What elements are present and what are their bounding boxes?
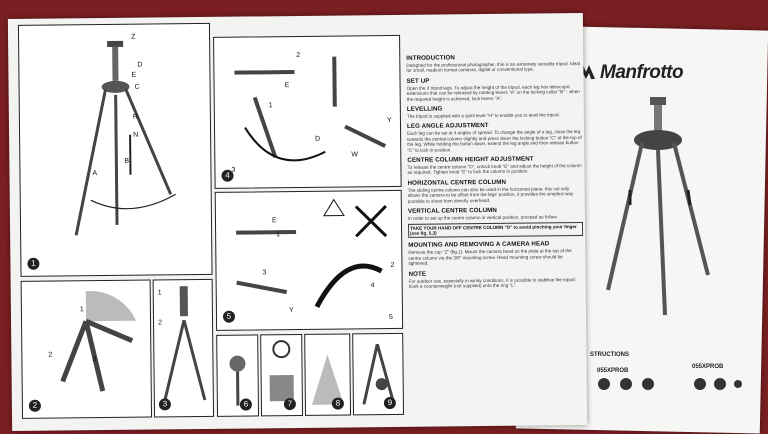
fig3-label-2: 2 — [158, 319, 162, 326]
fig5-label-2: 2 — [390, 262, 394, 269]
fig4-label-y: Y — [387, 117, 392, 124]
figure-panel-4: 2 1 E Y D W 3 4 — [213, 35, 402, 189]
fig2-label-3: 3 — [92, 356, 96, 363]
fig2-label-1: 1 — [80, 306, 84, 313]
fig2-label-2: 2 — [48, 352, 52, 359]
panel-number-3: 3 — [159, 398, 171, 410]
leg-angle-text: Each leg can be set at 4 angles of sprea… — [407, 129, 582, 152]
fig4-label-2: 2 — [296, 52, 300, 59]
panel-number-4: 4 — [221, 170, 233, 182]
panel-number-2: 2 — [29, 400, 41, 412]
instructions-heading: STRUCTIONS — [590, 352, 629, 358]
levelling-text: The tripod is supplied with a spirit lev… — [407, 112, 582, 119]
horizontal-column-figure: 2 1 E Y D W 3 — [214, 36, 401, 188]
figure-panel-9: 9 — [352, 333, 404, 416]
figure-label-d: D — [137, 62, 142, 69]
brochure-left-sheet: Z D E C R N B A 1 1 2 3 2 — [8, 13, 587, 431]
figure-panel-8: 8 — [304, 333, 351, 415]
figure-label-e: E — [131, 72, 136, 79]
fig5-label-y: Y — [289, 307, 294, 314]
panel-number-6: 6 — [240, 398, 252, 410]
panel-number-1: 1 — [27, 258, 39, 270]
figure-label-r: R — [133, 114, 138, 121]
column-height-figure: 1 2 — [154, 280, 213, 417]
mounting-text: Remove the cap "Z" (fig.1). Mount the ca… — [408, 248, 583, 266]
panel-number-5: 5 — [223, 311, 235, 323]
panel-number-9: 9 — [384, 397, 396, 409]
vertical-column-figure: E 1 3 2 4 5 Y — [216, 191, 402, 330]
figure-label-z: Z — [131, 34, 136, 41]
fig5-label-4: 4 — [371, 282, 375, 289]
figure-panel-5: E 1 3 2 4 5 Y 5 — [215, 190, 403, 331]
fig4-label-1: 1 — [269, 102, 273, 109]
panel-number-7: 7 — [284, 398, 296, 410]
centre-column-text: To release the centre column "D", unlock… — [407, 163, 582, 176]
figure-label-b: B — [124, 158, 129, 165]
instructions-text-column: INTRODUCTION Designed for the profession… — [406, 49, 585, 421]
tripod-labeled-figure: Z D E C R N B A — [19, 24, 212, 276]
model-code-a: 055XPROB — [597, 368, 628, 374]
fig5-label-3: 3 — [262, 269, 266, 276]
fig5-label-1: 1 — [276, 231, 280, 238]
fig3-label-1: 1 — [158, 289, 162, 296]
note-text: For outdoor use, especially in windy con… — [409, 277, 584, 290]
tripod-illustration-right — [590, 95, 730, 325]
figure-label-a: A — [92, 170, 97, 177]
figure-panel-3: 1 2 3 — [153, 279, 214, 418]
horizontal-column-text: The sliding centre column can also be us… — [408, 186, 583, 204]
figure-panel-7: 7 — [260, 334, 303, 416]
intro-text: Designed for the professional photograph… — [406, 61, 581, 74]
figure-panel-1: Z D E C R N B A 1 — [18, 23, 213, 277]
model-code-b: 055XPROB — [692, 364, 723, 370]
figure-label-c: C — [135, 84, 140, 91]
panel-number-8: 8 — [332, 398, 344, 410]
fig4-label-w: W — [351, 151, 358, 158]
brand-logo-text: Manfrotto — [600, 62, 683, 84]
fig5-label-e: E — [272, 217, 277, 224]
vertical-column-text: In order to set up the centre column in … — [408, 214, 583, 221]
leg-angle-figure: 1 2 3 — [22, 281, 151, 418]
figure-panel-6: 6 — [216, 334, 259, 416]
fig4-label-e: E — [285, 82, 290, 89]
fig5-label-5: 5 — [389, 314, 393, 321]
warning-text: TAKE YOUR HAND OFF CENTRE COLUMN "D" to … — [408, 222, 583, 239]
figure-label-n: N — [133, 132, 138, 139]
setup-text: Open the 3 tripod legs. To adjust the he… — [407, 84, 582, 102]
figure-panel-2: 1 2 3 2 — [21, 280, 152, 419]
spec-icons-row — [592, 376, 742, 406]
fig4-label-d: D — [315, 136, 320, 143]
